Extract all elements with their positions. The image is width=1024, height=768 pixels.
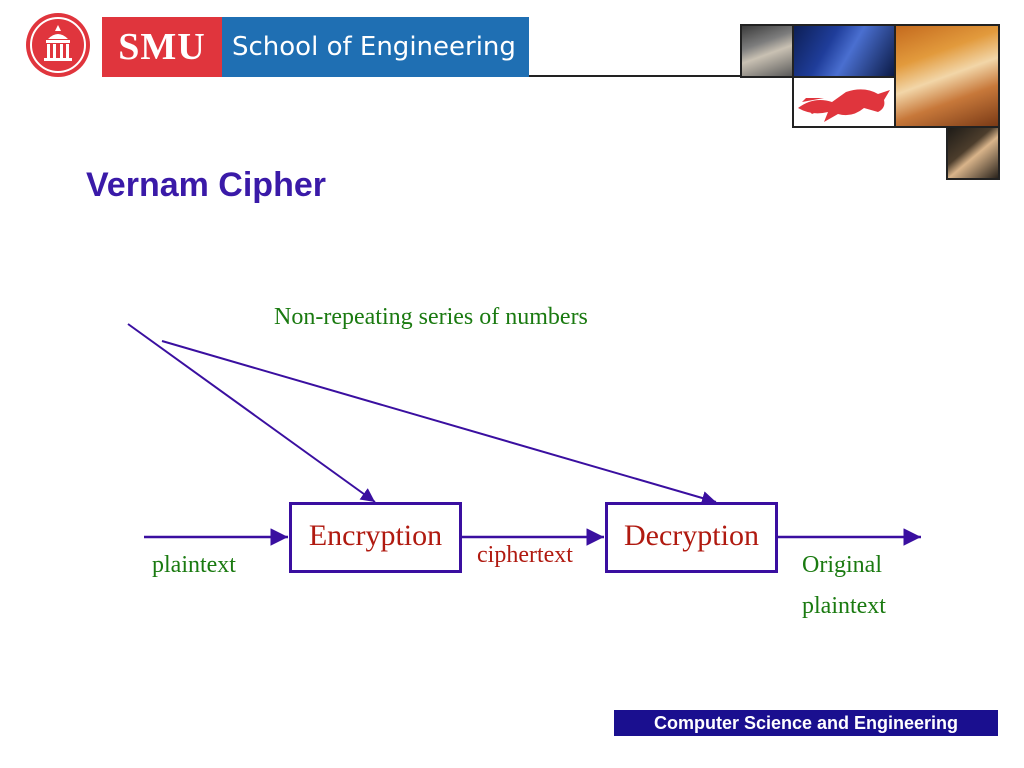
key-arrow-to-decryption xyxy=(161,340,717,505)
mustang-icon xyxy=(798,89,890,122)
mustang-logo xyxy=(792,76,896,128)
footer-department: Computer Science and Engineering xyxy=(614,710,998,736)
brand-smu: SMU xyxy=(102,17,222,77)
key-stream-label: Non-repeating series of numbers xyxy=(274,304,588,330)
encryption-box: Encryption xyxy=(289,502,462,573)
original-label: Original xyxy=(802,552,882,578)
header-divider xyxy=(529,75,741,77)
photo-students xyxy=(946,126,1000,180)
plaintext-label: plaintext xyxy=(152,552,236,578)
key-arrow-to-encryption xyxy=(127,323,376,503)
slide-title: Vernam Cipher xyxy=(86,166,326,204)
photo-campus-building xyxy=(894,24,1000,128)
ciphertext-label: ciphertext xyxy=(477,542,573,568)
smu-seal-logo xyxy=(26,13,90,77)
building-icon xyxy=(30,17,86,73)
decryption-label: Decryption xyxy=(624,519,759,552)
encryption-label: Encryption xyxy=(308,519,443,552)
brand-school-of-engineering: School of Engineering xyxy=(222,17,529,77)
original-plaintext-label: plaintext xyxy=(802,593,886,619)
decryption-box: Decryption xyxy=(605,502,778,573)
